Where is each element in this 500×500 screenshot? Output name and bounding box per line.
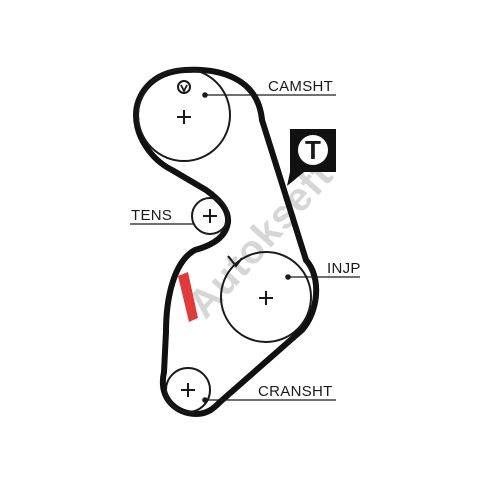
- injection-pump-pulley: [220, 251, 312, 343]
- camshaft-label: CAMSHT: [268, 78, 333, 95]
- crankshaft-pulley-circle: [165, 367, 211, 413]
- leader-lines: [130, 94, 360, 401]
- belt-crankshaft-wrap: [159, 369, 223, 417]
- camshaft-timing-arrow: [180, 84, 188, 94]
- crankshaft-pulley: [165, 367, 211, 413]
- tensioner-pulley-circle: [191, 197, 229, 235]
- belt-inner-run: [161, 219, 231, 375]
- injp-timing-arrow-icon: [227, 255, 243, 268]
- tensioner-pulley: [191, 197, 229, 235]
- t-badge: T: [287, 129, 336, 186]
- injection-pump-label: INJP: [327, 260, 361, 277]
- t-badge-letter: T: [305, 135, 321, 165]
- t-badge-circle: [298, 135, 328, 165]
- timing-belt: [133, 66, 320, 417]
- watermark-red-mark: [178, 272, 198, 322]
- tensioner-label: TENS: [131, 207, 172, 224]
- belt-injp-wrap: [299, 257, 320, 333]
- belt-lower-run: [217, 327, 305, 405]
- injection-pump-pulley-circle: [220, 251, 312, 343]
- camshaft-pulley-circle: [137, 68, 231, 162]
- belt-upper-run: [259, 117, 309, 263]
- crankshaft-label: CRANSHT: [258, 383, 333, 400]
- belt-camshaft-wrap: [133, 66, 265, 225]
- camshaft-pulley: [137, 68, 231, 162]
